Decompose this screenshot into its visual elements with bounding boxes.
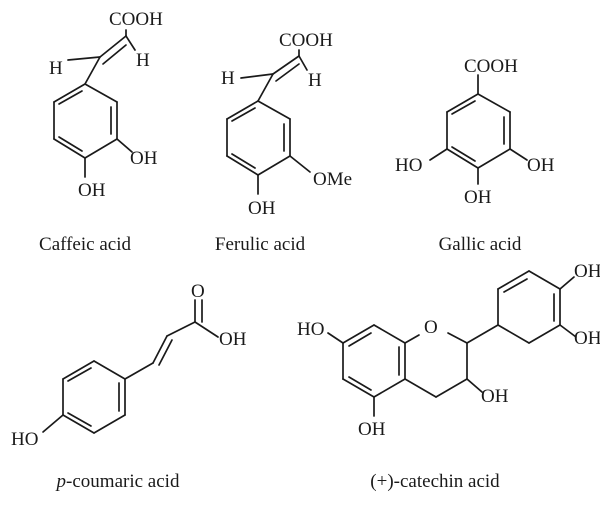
catechin-oh-b4-label: OH <box>574 328 600 349</box>
ferulic-acid-structure: COOH H H OMe OH Ferulic acid <box>215 30 352 255</box>
caffeic-h-left-label: H <box>49 58 63 79</box>
catechin-caption: (+)-catechin acid <box>370 471 500 492</box>
gallic-oh-left-label: HO <box>395 155 422 176</box>
p-coumaric-acid-structure: O OH HO p-coumaric acid <box>11 281 247 492</box>
ferulic-acid-caption: Ferulic acid <box>215 234 306 255</box>
gallic-acid-structure: COOH HO OH OH Gallic acid <box>395 56 555 255</box>
catechin-oh-a5-label: OH <box>358 419 386 440</box>
caffeic-acid-structure: COOH H H OH OH Caffeic acid <box>39 9 163 255</box>
p-coumaric-acid-bonds <box>42 299 219 434</box>
catechin-bonds <box>327 270 577 417</box>
gallic-oh-bottom-label: OH <box>464 187 492 208</box>
caffeic-acid-bonds <box>53 29 136 178</box>
gallic-oh-right-label: OH <box>527 155 555 176</box>
ferulic-h-right-label: H <box>308 70 322 91</box>
catechin-oh-c3-label: OH <box>481 386 509 407</box>
gallic-cooh-label: COOH <box>464 56 518 77</box>
ferulic-cooh-label: COOH <box>279 30 333 51</box>
gallic-acid-caption: Gallic acid <box>439 234 522 255</box>
caffeic-oh-para-label: OH <box>78 180 106 201</box>
p-coumaric-name-rest: -coumaric acid <box>66 471 180 492</box>
catechin-ring-o-label: O <box>424 317 438 338</box>
p-coumaric-carbonyl-o-label: O <box>191 281 205 302</box>
p-coumaric-acid-caption: p-coumaric acid <box>55 471 180 492</box>
catechin-oh-b3-label: OH <box>574 261 600 282</box>
catechin-oh-a7-label: HO <box>297 319 324 340</box>
p-coumaric-prefix: p <box>55 471 67 492</box>
ferulic-ome-label: OMe <box>313 169 352 190</box>
p-coumaric-acid-oh-label: OH <box>219 329 247 350</box>
ferulic-acid-bonds <box>226 49 311 195</box>
gallic-acid-bonds <box>429 74 528 185</box>
caffeic-cooh-label: COOH <box>109 9 163 30</box>
ferulic-oh-para-label: OH <box>248 198 276 219</box>
caffeic-acid-caption: Caffeic acid <box>39 234 131 255</box>
p-coumaric-phenol-oh-label: HO <box>11 429 38 450</box>
caffeic-oh-meta-label: OH <box>130 148 158 169</box>
catechin-structure: HO O OH OH OH OH (+)-catechin acid <box>297 261 600 492</box>
caffeic-h-right-label: H <box>136 50 150 71</box>
ferulic-h-left-label: H <box>221 68 235 89</box>
